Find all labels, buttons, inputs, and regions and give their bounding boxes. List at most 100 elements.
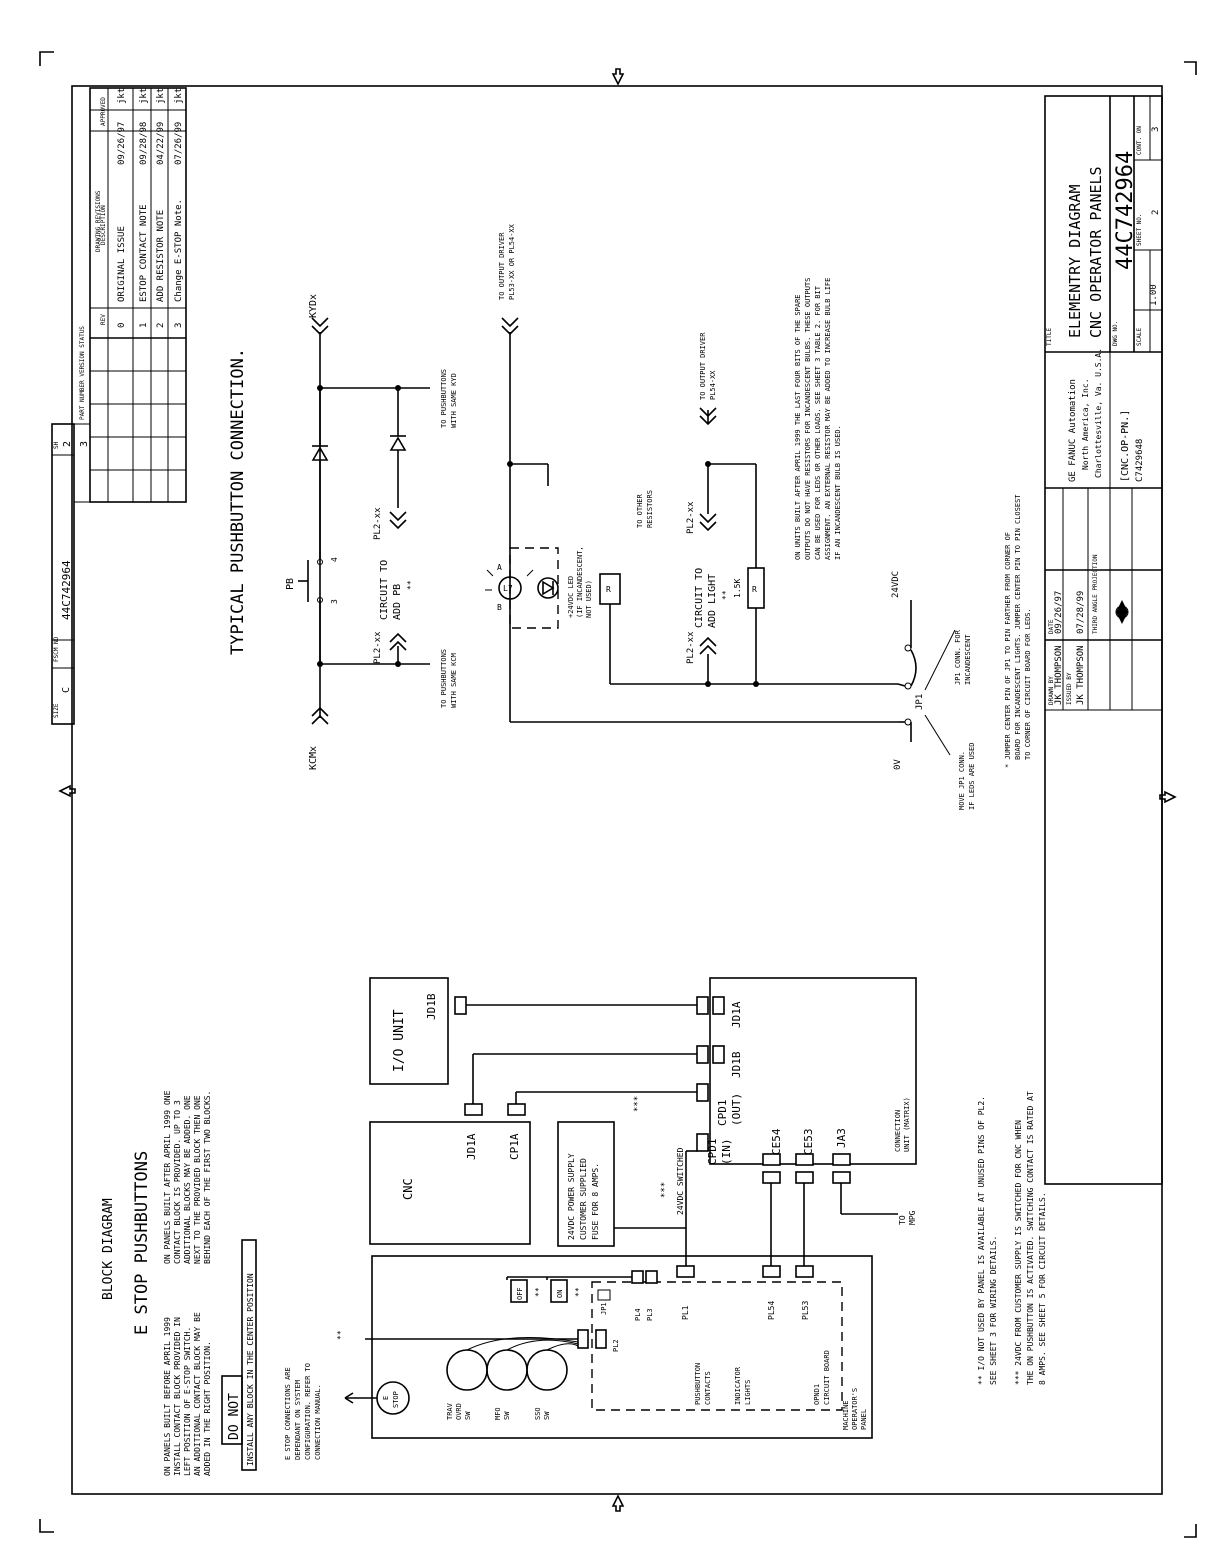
jp1-label: JP1 [915, 694, 925, 710]
lamp-label: L7 [503, 584, 513, 593]
pl1-label: PL1 [681, 1305, 690, 1320]
cu-jd1b-label: JD1B [730, 1051, 743, 1078]
revision-row: 1 ESTOP CONTACT NOTE 09/28/98 jkt [139, 88, 149, 328]
after-note-4: NEXT TO THE PROVIDED BLOCK THEN ONE [193, 1095, 202, 1264]
title-line-2: CNC OPERATOR PANELS [1087, 166, 1105, 338]
supply-2: CUSTOMER SUPPLIED [579, 1158, 588, 1240]
scale-value: 1.00 [1149, 284, 1159, 306]
rev-date: 04/22/99 [156, 122, 166, 165]
sso-1: SSO [534, 1407, 542, 1420]
footnote-1-line-1: ** I/O NOT USED BY PANEL IS AVAILABLE AT… [977, 1096, 986, 1385]
pl2-label-a: PL2-xx [373, 631, 383, 664]
opnd1-board-outline [591, 1281, 843, 1411]
file-name: [CNC.OP-PN.] [1120, 410, 1131, 482]
install-any-box [241, 1239, 257, 1471]
estop-conn-2: DEPENDANT ON SYSTEM [294, 1380, 302, 1460]
on-label: ON [556, 1290, 564, 1298]
revisions-header: DRAWING REVISIONS [95, 190, 102, 252]
cnc-label: CNC [401, 1178, 415, 1200]
typical-pushbutton-schematic: TYPICAL PUSHBUTTON CONNECTION. KCMx KYDx… [228, 223, 1032, 810]
move-jp1-2: IF LEDS ARE USED [968, 743, 976, 810]
opnd-1: OPND1 [813, 1384, 821, 1405]
pb-contacts-2: CONTACTS [704, 1371, 712, 1405]
io-unit-label: I/O UNIT [392, 1009, 407, 1072]
rev-number: 1 [139, 323, 149, 328]
issued-label: ISSUED BY [1066, 672, 1073, 705]
driver1-1: TO OUTPUT DRIVER [498, 232, 506, 300]
title-label: TITLE [1046, 328, 1053, 346]
issued-date: 07/28/99 [1076, 591, 1086, 634]
crop-marks [39, 51, 1197, 1538]
switched-label: 24VDC SWITCHED [676, 1147, 685, 1215]
before-note-5: ADDED IN THE RIGHT POSITION. [203, 1341, 212, 1476]
title-block: TITLE ELEMENTRY DIAGRAM CNC OPERATOR PAN… [1044, 95, 1163, 1185]
supply-1: 24VDC POWER SUPPLY [567, 1153, 576, 1240]
issued-by: JK THOMPSON [1076, 645, 1086, 705]
board-jp1-label: JP1 [600, 1302, 608, 1315]
circuit-light-stars: ** [721, 590, 730, 600]
rev-date: 07/26/99 [174, 122, 184, 165]
company-name: GE FANUC Automation [1068, 379, 1078, 482]
before-note-3: LEFT POSITION OF E-STOP SWITCH. [183, 1327, 192, 1476]
mfo-2: SW [503, 1411, 511, 1420]
revision-row: 3 Change E-STOP Note. 07/26/99 jkt [174, 88, 184, 328]
cpd1-out-1: CPD1 [716, 1100, 729, 1127]
ce54-label: CE54 [770, 1128, 783, 1155]
trav-ovrd-switch [446, 1349, 488, 1391]
footnote-2-line-2: THE ON PUSHBUTTON IS ACTIVATED. SWITCHIN… [1026, 1091, 1035, 1385]
after-note-2: CONTACT BLOCK IS PROVIDED. UP TO 3 [173, 1100, 182, 1264]
r-box-label: R [606, 585, 611, 594]
power-supply-box [557, 1121, 615, 1247]
cont-label: CONT. ON [1136, 126, 1143, 155]
v24-label: 24VDC [891, 571, 901, 598]
drawn-date: 09/26/97 [1054, 591, 1064, 634]
ind-lights-1: INDICATOR [734, 1366, 742, 1405]
led-note-3: NOT USED) [585, 580, 593, 618]
install-any-label: INSTALL ANY BLOCK IN THE CENTER POSITION [246, 1273, 255, 1466]
driver1-2: PL53-XX OR PL54-XX [508, 223, 516, 300]
led-note-2: (IF INCANDESCENT, [576, 546, 584, 618]
pl3-label: PL3 [646, 1308, 654, 1321]
estop-conn-4: CONNECTION MANUAL. [314, 1384, 322, 1460]
trav-3: SW [464, 1411, 472, 1420]
resistor-value: 1.5K [733, 579, 742, 598]
driver2-2: PL54-XX [709, 370, 717, 400]
mfo-switch [486, 1349, 528, 1391]
sh-label: SH [53, 441, 60, 449]
to-mpg-2: MPG [908, 1210, 917, 1225]
sh-value-3: 3 [79, 441, 90, 447]
move-jp1-1: MOVE JP1 CONN. [958, 751, 966, 810]
footnote-1-line-2: SEE SHEET 3 FOR WIRING DETAILS. [989, 1236, 998, 1385]
resistor-note-2: OUTPUTS DO NOT HAVE RESISTORS FOR INCAND… [804, 278, 812, 560]
kcm-note-1: TO PUSHBUTTONS [440, 649, 448, 708]
pb-label: PB [285, 578, 296, 590]
on-stars: ** [574, 1287, 583, 1297]
resistor-note-5: IF AN INCANDESCENT BULB IS USED. [834, 425, 842, 560]
rev-number: 0 [117, 323, 127, 328]
io-unit-box [369, 977, 449, 1085]
conn-unit-1: CONNECTION [894, 1110, 902, 1152]
kcm-note-2: WITH SAME KCM [450, 653, 458, 708]
jumper-note-3: TO CORNER OF CIRCUIT BOARD FOR LEDS. [1024, 608, 1032, 760]
after-note-1: ON PANELS BUILT AFTER APRIL 1999 ONE [163, 1090, 172, 1264]
block-diagram-title: BLOCK DIAGRAM [101, 1198, 116, 1300]
rev-number: 2 [156, 323, 166, 328]
typical-pushbutton-title: TYPICAL PUSHBUTTON CONNECTION. [228, 348, 248, 655]
lamp-pin-a: A [497, 563, 502, 572]
pl2-board-label: PL2 [612, 1339, 620, 1352]
estop-conn-1: E STOP CONNECTIONS ARE [284, 1367, 292, 1460]
off-label: OFF [516, 1287, 524, 1300]
pb-pin-3: 3 [330, 599, 339, 604]
desc-header: DESCRIPTION [100, 205, 107, 245]
rev-description: ADD RESISTOR NOTE [156, 210, 166, 302]
supply-3: FUSE FOR 8 AMPS. [591, 1163, 600, 1240]
company-line-2: North America, Inc. [1081, 378, 1090, 470]
approved-header: APPROVED [100, 97, 107, 126]
pl54-label: PL54 [767, 1301, 776, 1320]
title-line-1: ELEMENTRY DIAGRAM [1066, 184, 1084, 338]
cu-jd1a-label: JD1A [730, 1001, 743, 1028]
small-dwg-number: 44C742964 [60, 560, 73, 620]
cpd1-in-1: CPD1 [706, 1139, 719, 1166]
